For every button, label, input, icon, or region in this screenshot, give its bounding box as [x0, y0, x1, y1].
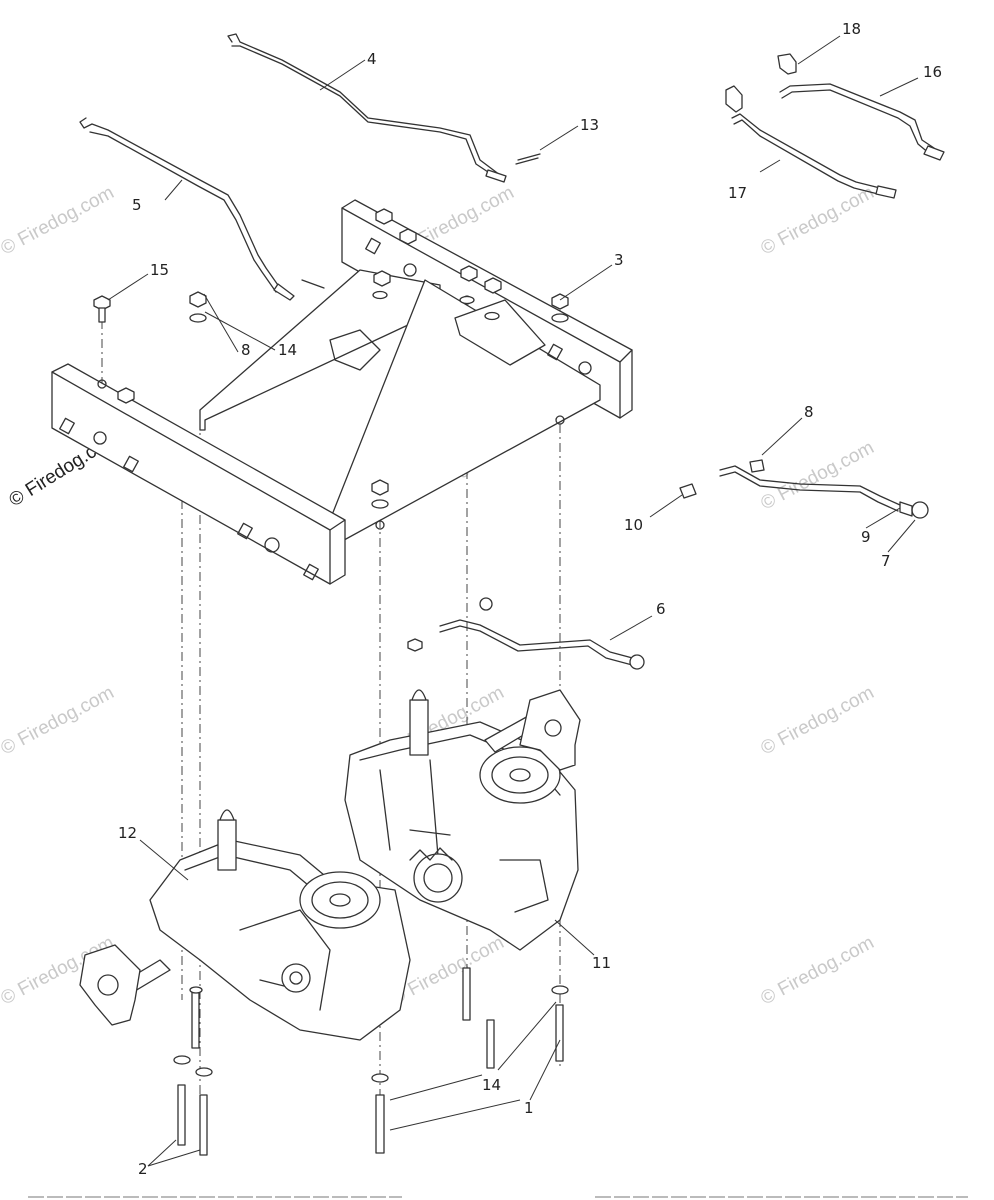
- callout-5: 5: [132, 196, 142, 214]
- callout-1: 1: [524, 1099, 534, 1117]
- callout-14b: 14: [482, 1076, 501, 1094]
- watermark: © Firedog.com: [0, 182, 118, 259]
- callout-2: 2: [138, 1160, 148, 1178]
- callout-13: 13: [580, 116, 599, 134]
- rod-assembly-part-6: [407, 597, 645, 670]
- watermark: © Firedog.com: [757, 182, 877, 259]
- callout-11: 11: [592, 954, 611, 972]
- callout-12: 12: [118, 824, 137, 842]
- watermark: © Firedog.com: [757, 437, 877, 514]
- leader-lines: [107, 35, 919, 1167]
- bottom-bolts: [173, 967, 569, 1156]
- callout-8: 8: [241, 341, 251, 359]
- callout-18: 18: [842, 20, 861, 38]
- frame-part-3: [51, 199, 633, 585]
- transmission-part-12: [79, 809, 411, 1041]
- callout-17: 17: [728, 184, 747, 202]
- callout-6: 6: [656, 600, 666, 618]
- callout-15: 15: [150, 261, 169, 279]
- transmission-part-11: [344, 689, 581, 951]
- callout-4: 4: [367, 50, 377, 68]
- frame-hardware: [93, 208, 569, 509]
- callout-3: 3: [614, 251, 624, 269]
- watermark: © Firedog.com: [757, 932, 877, 1009]
- control-rod-part-5: [79, 117, 325, 301]
- callout-14: 14: [278, 341, 297, 359]
- callout-9: 9: [861, 528, 871, 546]
- callout-8b: 8: [804, 403, 814, 421]
- watermark: © Firedog.com: [0, 682, 118, 759]
- callout-labels: 1 2 3 4 5 6 7 8 8 9 10 11 12 13 14 14 15…: [118, 20, 942, 1178]
- control-rod-part-4: [227, 33, 541, 183]
- callout-16: 16: [923, 63, 942, 81]
- watermark: © Firedog.com: [757, 682, 877, 759]
- callout-7: 7: [881, 552, 891, 570]
- callout-10: 10: [624, 516, 643, 534]
- control-rods-part-16-17: [725, 53, 945, 199]
- rod-assembly-part-7: [679, 459, 929, 519]
